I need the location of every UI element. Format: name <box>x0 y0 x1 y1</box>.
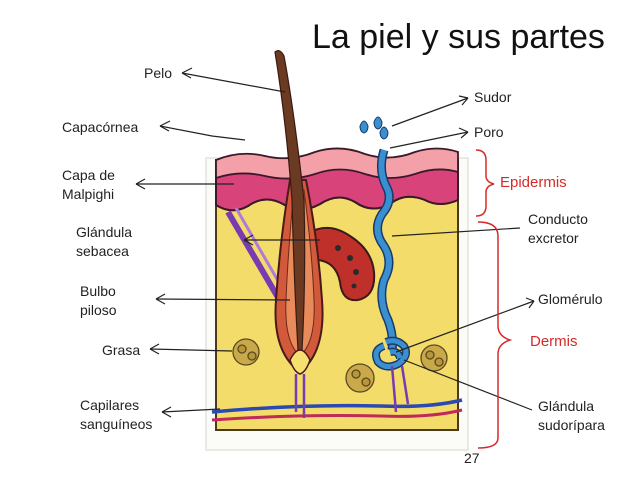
label-capilares-line1: Capilares <box>80 397 140 413</box>
capillary-branch <box>294 374 306 418</box>
glomerulus <box>373 338 409 370</box>
dermis-bracket <box>477 221 513 449</box>
label-conducto-line2: excretor <box>528 230 579 246</box>
fat-globule-detail <box>237 344 247 354</box>
fat-globule-detail <box>361 377 371 387</box>
label-bulbo-piloso-line1: Bulbo <box>80 283 116 299</box>
pointer-sudor-arrowhead <box>458 95 469 106</box>
label-capilares-line2: sanguíneos <box>80 416 153 432</box>
sweat-drop <box>359 120 369 134</box>
pointer-sebacea-arrowhead <box>243 234 254 246</box>
gland-cell <box>351 283 357 289</box>
gland-cell <box>353 269 359 275</box>
label-bulbo-piloso-line2: piloso <box>80 302 117 318</box>
pointer-pelo <box>181 72 286 93</box>
label-pelo: Pelo <box>144 65 173 81</box>
capillary-blue <box>211 398 463 414</box>
pointer-poro-arrowhead <box>458 127 469 139</box>
fat-globule <box>345 363 375 393</box>
label-glandula-sudoripara-line1: Glándula <box>538 398 595 414</box>
label-capa-malpighi-line2: Malpighi <box>62 186 115 202</box>
pointer-bulbo-arrowhead <box>155 293 166 305</box>
label-glandula-sebacea-line1: Glándula <box>76 224 133 240</box>
label-glandula-sudoripara-line2: sudorípara <box>538 417 605 433</box>
pointer-pelo-arrowhead <box>181 67 193 79</box>
pointer-capacornea <box>159 125 246 141</box>
label-epidermis: Epidermis <box>500 174 567 191</box>
fat-globule-detail <box>247 351 257 361</box>
epidermis-bracket <box>475 149 495 217</box>
page-title: La piel y sus partes <box>312 18 605 56</box>
gland-cell <box>347 255 353 261</box>
fat-globule <box>420 344 448 372</box>
label-poro: Poro <box>474 124 504 140</box>
sweat-drop <box>379 126 389 140</box>
label-dermis: Dermis <box>530 333 578 350</box>
capillary-red <box>211 408 463 422</box>
pointer-capacornea-arrowhead <box>159 120 171 132</box>
label-capa-malpighi-line1: Capa de <box>62 167 115 183</box>
pointer-grasa-arrowhead <box>149 343 160 355</box>
pointer-glomerulo <box>395 300 535 353</box>
label-grasa: Grasa <box>102 342 141 358</box>
fat-globule-detail <box>351 369 361 379</box>
sweat-duct <box>374 149 396 351</box>
pointer-grasa <box>149 348 233 352</box>
pointer-capilares-arrowhead <box>161 406 172 418</box>
fat-globule <box>232 338 260 366</box>
label-capacornea: Capacórnea <box>62 119 139 135</box>
label-sudor: Sudor <box>474 89 512 105</box>
capillary-branch <box>390 365 410 413</box>
pointer-malpighi-arrowhead <box>135 178 146 190</box>
gland-cell <box>335 245 341 251</box>
pointer-conducto <box>391 227 521 237</box>
label-glandula-sebacea-line2: sebacea <box>76 243 129 259</box>
pointer-poro <box>389 131 469 149</box>
pointer-sudoripara <box>403 359 533 411</box>
fat-globule-detail <box>434 357 444 367</box>
page-number: 27 <box>464 450 480 466</box>
pointer-bulbo <box>155 298 291 301</box>
sweat-drop <box>373 116 383 130</box>
pointer-glomerulo-arrowhead <box>525 297 535 309</box>
label-conducto-line1: Conducto <box>528 211 588 227</box>
hair-shaft <box>274 50 306 351</box>
fat-globule-detail <box>425 350 435 360</box>
pointer-sudor <box>391 97 469 127</box>
pointer-capilares <box>161 408 221 413</box>
label-glomerulo: Glomérulo <box>538 291 603 307</box>
